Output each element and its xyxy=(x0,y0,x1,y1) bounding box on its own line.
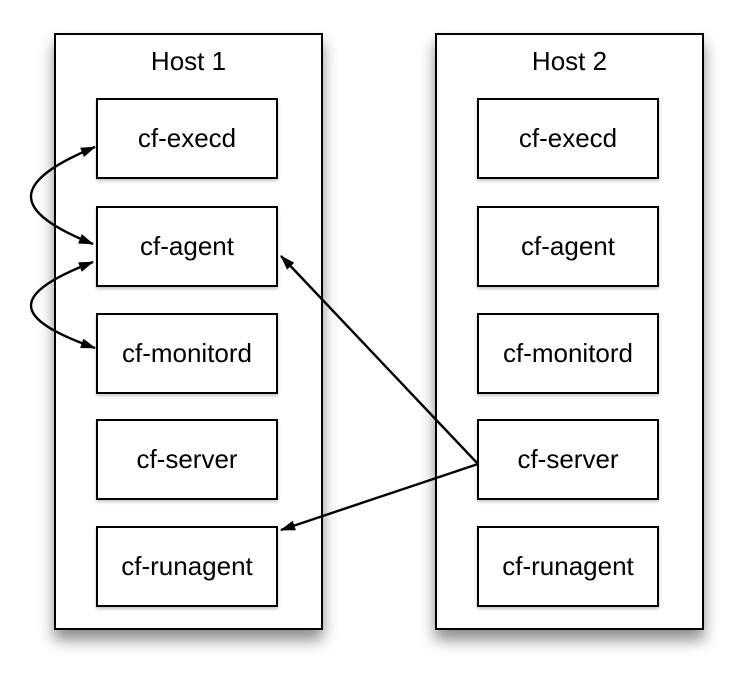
host1-box-cf-runagent: cf-runagent xyxy=(96,526,278,607)
component-label: cf-server xyxy=(136,444,238,474)
component-label: cf-monitord xyxy=(121,338,253,368)
host-1-panel: Host 1 cf-execd cf-agent cf-monitord cf-… xyxy=(54,33,323,630)
host-1-title: Host 1 xyxy=(150,46,227,76)
component-label: cf-server xyxy=(517,444,619,474)
host1-box-cf-monitord: cf-monitord xyxy=(96,313,278,394)
host-2-title: Host 2 xyxy=(531,46,608,76)
host1-box-cf-agent: cf-agent xyxy=(96,206,278,287)
component-label: cf-monitord xyxy=(502,338,634,368)
host2-box-cf-server: cf-server xyxy=(477,419,659,500)
host2-box-cf-runagent: cf-runagent xyxy=(477,526,659,607)
host2-box-cf-execd: cf-execd xyxy=(477,98,659,179)
host-2-panel: Host 2 cf-execd cf-agent cf-monitord cf-… xyxy=(435,33,704,630)
host2-box-cf-agent: cf-agent xyxy=(477,206,659,287)
component-label: cf-agent xyxy=(521,231,615,261)
component-label: cf-runagent xyxy=(121,551,253,581)
host2-box-cf-monitord: cf-monitord xyxy=(477,313,659,394)
host1-box-cf-execd: cf-execd xyxy=(96,98,278,179)
component-label: cf-runagent xyxy=(502,551,634,581)
component-label: cf-execd xyxy=(137,123,237,153)
component-label: cf-agent xyxy=(140,231,234,261)
component-label: cf-execd xyxy=(518,123,618,153)
host1-box-cf-server: cf-server xyxy=(96,419,278,500)
